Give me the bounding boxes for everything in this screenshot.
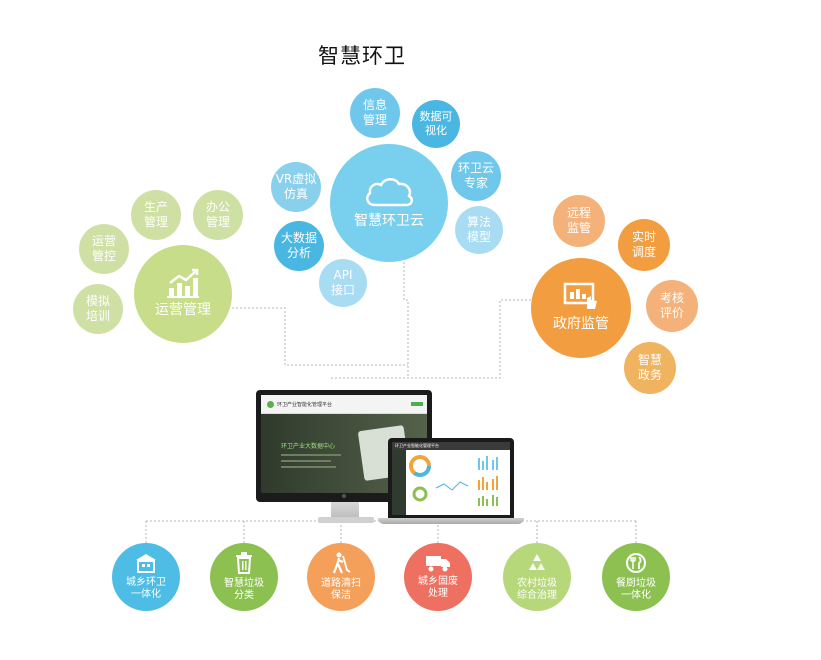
satellite-remote-supervision[interactable]: 远程 监管 (553, 195, 605, 247)
bottom-rural-waste[interactable]: 农村垃圾 综合治理 (503, 543, 571, 611)
cloud-icon (366, 178, 414, 207)
sweeper-icon (332, 552, 351, 573)
gov-hub-label: 政府监管 (553, 316, 609, 333)
chart-icon (167, 269, 199, 299)
satellite-office-mgmt[interactable]: 办公 管理 (193, 190, 243, 240)
connector-ops (232, 307, 408, 366)
monitor-nav-button[interactable] (411, 402, 423, 406)
connector-gov (330, 299, 531, 379)
bottom-road-cleaning[interactable]: 道路清扫 保洁 (307, 543, 375, 611)
building-icon (136, 553, 156, 573)
monitor-stand (331, 502, 359, 518)
satellite-sim-training[interactable]: 模拟 培训 (73, 284, 123, 334)
cloud-hub-label: 智慧环卫云 (354, 213, 424, 230)
satellite-vr[interactable]: VR虚拟 仿真 (271, 162, 321, 212)
satellite-api[interactable]: API 接口 (319, 259, 367, 307)
laptop-base (378, 518, 524, 524)
satellite-algorithm[interactable]: 算法 模型 (455, 206, 503, 254)
gov-hub[interactable]: 政府监管 (531, 258, 631, 358)
laptop-header-title: 环卫产业智能化管理平台 (395, 443, 439, 448)
monitor-hand-icon (563, 283, 597, 310)
monitor-base (318, 517, 374, 523)
recycle-icon (529, 553, 545, 570)
satellite-realtime-dispatch[interactable]: 实时 调度 (618, 219, 670, 271)
bottom-urban-rural-sanitation[interactable]: 城乡环卫 一体化 (112, 543, 180, 611)
satellite-assessment[interactable]: 考核 评价 (646, 280, 698, 332)
satellite-big-data[interactable]: 大数据 分析 (274, 221, 324, 271)
laptop-sidebar (392, 450, 406, 515)
monitor-logo (267, 400, 274, 408)
monitor-power-dot (342, 494, 346, 498)
truck-icon (426, 555, 450, 571)
satellite-ops-control[interactable]: 运营 管控 (79, 224, 129, 274)
satellite-info-mgmt[interactable]: 信息 管理 (350, 88, 400, 138)
ops-hub-label: 运营管理 (155, 302, 211, 319)
trash-bin-icon (236, 551, 252, 574)
cutlery-icon (626, 552, 646, 573)
laptop-dashboard-graphics (409, 455, 498, 506)
monitor-header-title: 环卫产业智能化管理平台 (277, 401, 333, 408)
satellite-smart-gov[interactable]: 智慧 政务 (624, 342, 676, 394)
connector-cloud (403, 262, 409, 378)
cloud-hub[interactable]: 智慧环卫云 (330, 144, 448, 262)
satellite-data-vis[interactable]: 数据可 视化 (412, 100, 460, 148)
monitor-banner-text: 环卫产业大数据中心 (281, 443, 336, 450)
satellite-cloud-expert[interactable]: 环卫云 专家 (451, 151, 501, 201)
page-title: 智慧环卫 (318, 44, 406, 68)
ops-hub[interactable]: 运营管理 (134, 245, 232, 343)
satellite-production-mgmt[interactable]: 生产 管理 (131, 190, 181, 240)
bottom-solid-waste[interactable]: 城乡固废 处理 (404, 543, 472, 611)
bottom-kitchen-waste[interactable]: 餐厨垃圾 一体化 (602, 543, 670, 611)
laptop: 环卫产业智能化管理平台 (388, 438, 514, 518)
laptop-screen: 环卫产业智能化管理平台 (392, 442, 510, 515)
bottom-smart-sorting[interactable]: 智慧垃圾 分类 (210, 543, 278, 611)
